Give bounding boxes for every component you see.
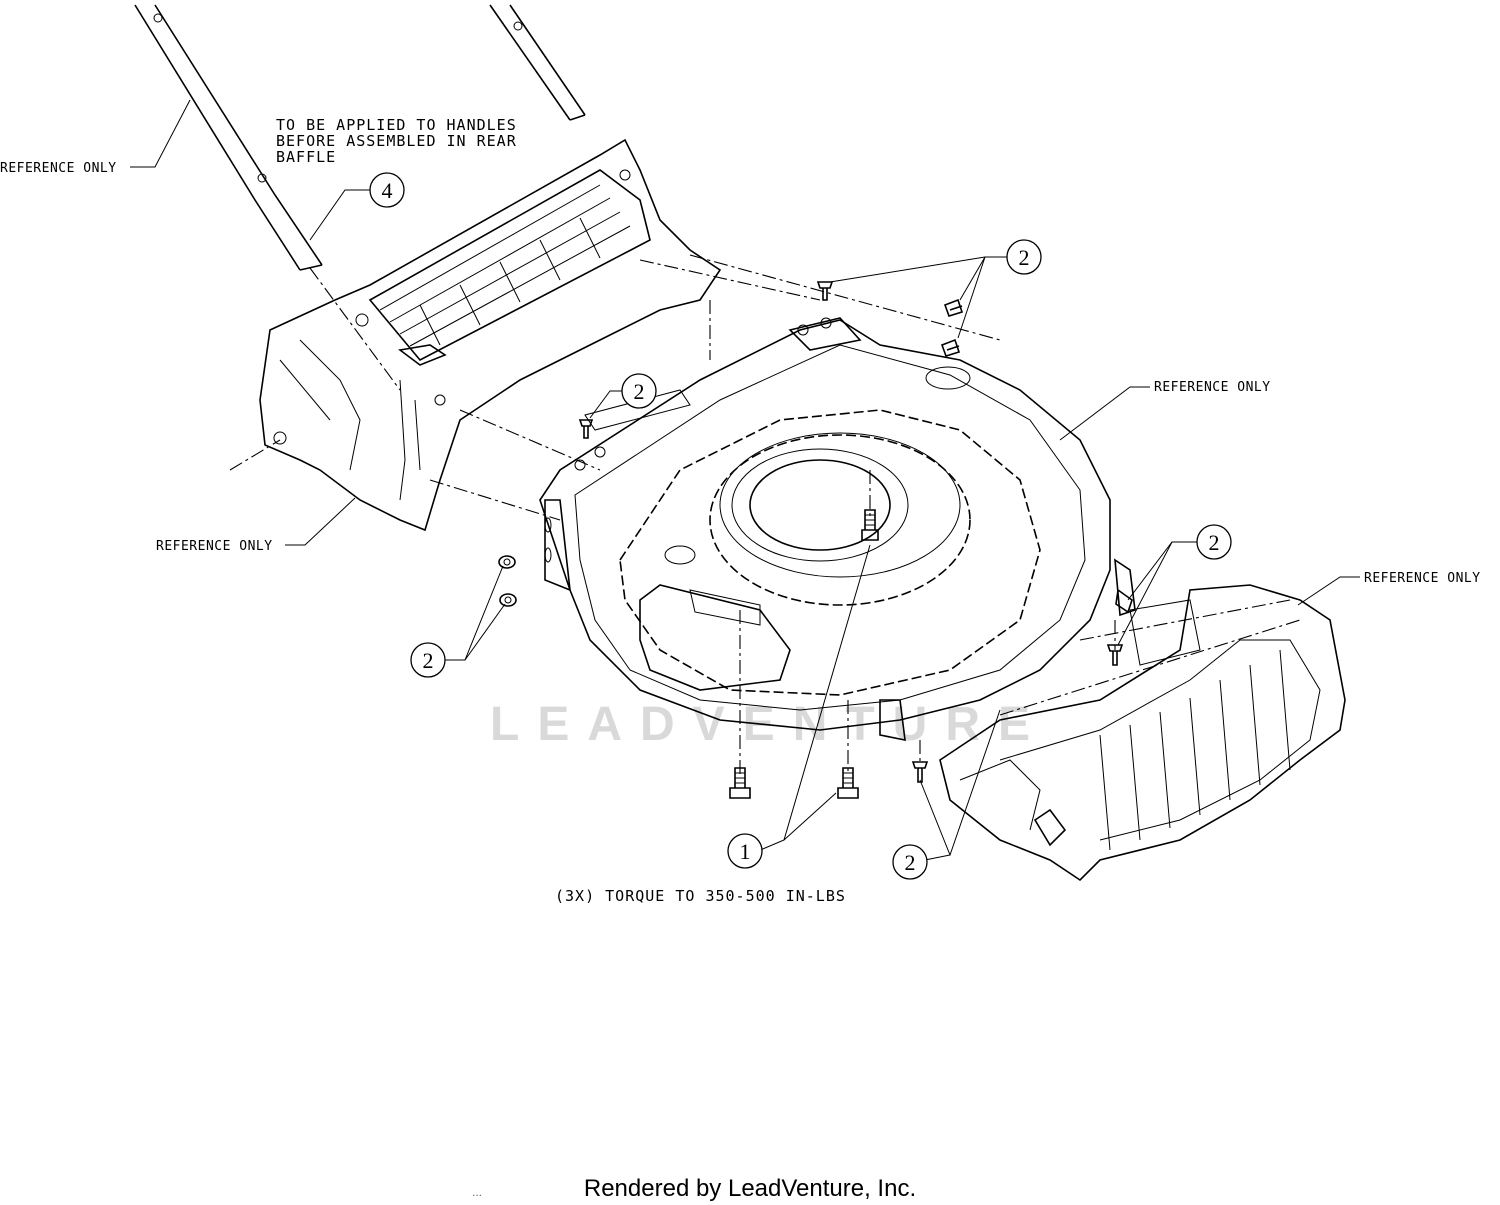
callout-2-bottom: 2 (892, 844, 928, 880)
torque-note: (3X) TORQUE TO 350-500 IN-LBS (555, 887, 846, 905)
bolt-bottom-right (837, 767, 859, 799)
svg-text:1: 1 (740, 839, 751, 864)
leader-lines (130, 99, 1360, 861)
reference-label-handle: REFERENCE ONLY (0, 161, 117, 176)
screw-top-3 (940, 338, 961, 357)
callout-2-left: 2 (410, 642, 446, 678)
handle-tubes (134, 4, 586, 391)
handle-note-line-1: TO BE APPLIED TO HANDLES (276, 116, 517, 134)
screw-top-2 (943, 298, 964, 317)
nut-left-1 (498, 555, 516, 569)
clip-right (1115, 588, 1133, 614)
rear-baffle (229, 138, 1001, 532)
callout-4: 4 (369, 172, 405, 208)
reference-label-deck: REFERENCE ONLY (1154, 380, 1271, 395)
screw-bottom-1 (911, 761, 929, 783)
screw-right-1 (1106, 644, 1124, 666)
svg-text:4: 4 (382, 178, 393, 203)
svg-text:2: 2 (634, 379, 645, 404)
mower-deck (539, 317, 1301, 775)
bolt-center (861, 509, 879, 541)
callout-2-top-right: 2 (1006, 239, 1042, 275)
footer-ellipsis: ... (472, 1185, 482, 1199)
svg-text:2: 2 (905, 850, 916, 875)
reference-label-rear-baffle: REFERENCE ONLY (156, 539, 273, 554)
handle-note-line-2: BEFORE ASSEMBLED IN REAR (276, 132, 517, 150)
callout-2-right: 2 (1196, 524, 1232, 560)
svg-text:2: 2 (1019, 245, 1030, 270)
fasteners (498, 281, 1133, 799)
svg-text:2: 2 (1209, 530, 1220, 555)
handle-note-line-3: BAFFLE (276, 148, 336, 166)
bolt-bottom-left (729, 767, 751, 799)
callout-1-bottom: 1 (727, 833, 763, 869)
reference-label-front-baffle: REFERENCE ONLY (1364, 571, 1481, 586)
svg-text:2: 2 (423, 648, 434, 673)
screw-deck-left (578, 419, 594, 439)
nut-left-2 (499, 593, 517, 607)
footer-credit: Rendered by LeadVenture, Inc. (584, 1175, 916, 1202)
callout-2-deck-left: 2 (621, 373, 657, 409)
front-baffle (939, 584, 1346, 882)
screw-top-1 (816, 281, 834, 301)
